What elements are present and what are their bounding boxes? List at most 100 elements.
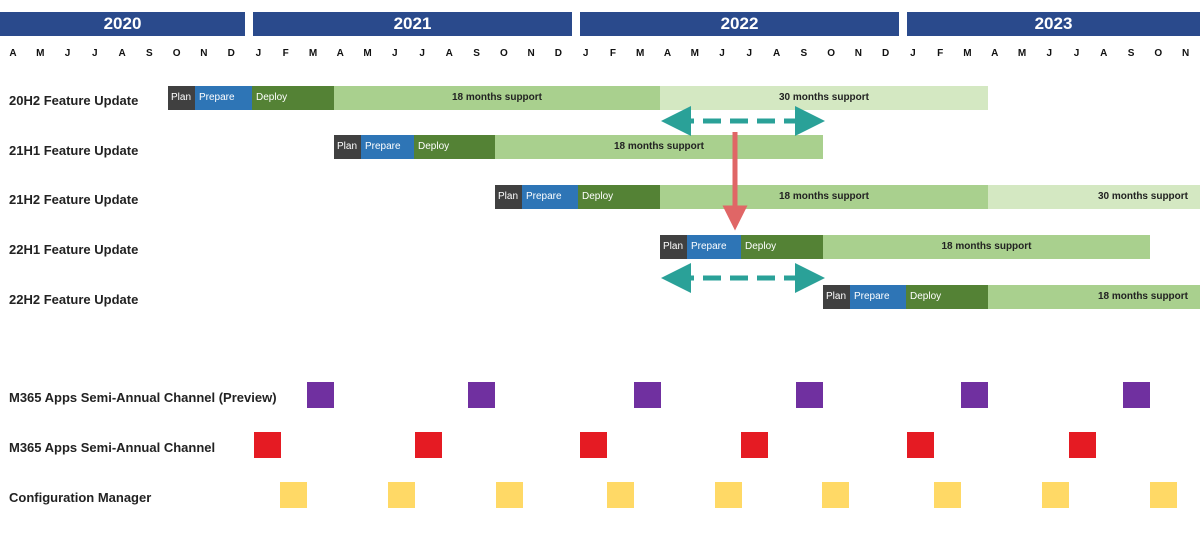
seg-21h1-prepare: Prepare [361, 135, 414, 159]
month-label: A [1100, 48, 1108, 59]
preview-release-marker [468, 382, 495, 408]
seg-20h2-support-18: 18 months support [334, 86, 660, 110]
cm-release-marker [607, 482, 634, 508]
month-label: J [719, 48, 725, 59]
sac-release-marker [254, 432, 281, 458]
seg-21h2-plan: Plan [495, 185, 522, 209]
month-label: M [363, 48, 372, 59]
month-label: J [392, 48, 398, 59]
seg-21h2-deploy: Deploy [578, 185, 660, 209]
seg-22h2-support-18: 18 months support [988, 285, 1200, 309]
month-label: J [910, 48, 916, 59]
month-label: A [445, 48, 453, 59]
month-label: J [1046, 48, 1053, 59]
month-label: F [282, 48, 289, 59]
month-label: J [1073, 48, 1080, 59]
month-label: M [636, 48, 645, 59]
preview-release-marker [961, 382, 988, 408]
year-header-2020: 2020 [0, 12, 245, 36]
row-label-20h2: 20H2 Feature Update [9, 93, 139, 108]
month-label: J [255, 48, 262, 59]
month-label: J [582, 48, 589, 59]
sac-release-marker [741, 432, 768, 458]
month-label: J [92, 48, 98, 59]
month-label: D [554, 48, 562, 59]
month-label: S [145, 48, 153, 59]
month-label: J [746, 48, 753, 59]
row-label-22h1: 22H1 Feature Update [9, 242, 139, 257]
cm-release-marker [715, 482, 742, 508]
channel-label-preview: M365 Apps Semi-Annual Channel (Preview) [9, 390, 277, 405]
month-label: O [500, 48, 508, 59]
seg-21h1-support-18: 18 months support [495, 135, 823, 159]
sac-release-marker [415, 432, 442, 458]
month-label: M [690, 48, 699, 59]
month-label: A [118, 48, 126, 59]
row-label-22h2: 22H2 Feature Update [9, 292, 139, 307]
month-label: J [64, 48, 71, 59]
year-header-2021: 2021 [253, 12, 572, 36]
month-label: A [663, 48, 672, 59]
seg-22h2-deploy: Deploy [906, 285, 988, 309]
row-label-21h2: 21H2 Feature Update [9, 192, 139, 207]
seg-20h2-support-30: 30 months support [660, 86, 988, 110]
month-label: O [827, 48, 835, 59]
year-header-2022: 2022 [580, 12, 899, 36]
channel-label-semi-annual: M365 Apps Semi-Annual Channel [9, 440, 216, 455]
sac-release-marker [1069, 432, 1096, 458]
year-header-2023: 2023 [907, 12, 1200, 36]
cm-release-marker [934, 482, 961, 508]
month-label: J [419, 48, 425, 59]
month-label: N [200, 48, 208, 59]
cm-release-marker [822, 482, 849, 508]
cm-release-marker [1042, 482, 1069, 508]
seg-20h2-plan: Plan [168, 86, 195, 110]
seg-22h2-plan: Plan [823, 285, 850, 309]
seg-22h1-prepare: Prepare [687, 235, 741, 259]
month-label: M [36, 48, 45, 59]
cm-release-marker [1150, 482, 1177, 508]
seg-22h1-plan: Plan [660, 235, 687, 259]
month-label: O [172, 48, 181, 59]
month-label: S [1127, 48, 1135, 59]
channel-label-config-manager: Configuration Manager [9, 490, 152, 505]
month-label: S [800, 48, 808, 59]
month-label: N [527, 48, 535, 59]
sac-release-marker [580, 432, 607, 458]
month-label: D [227, 48, 235, 59]
month-label: M [1017, 48, 1027, 59]
month-label: A [9, 48, 17, 59]
cm-release-marker [388, 482, 415, 508]
cm-release-marker [496, 482, 523, 508]
month-label: M [308, 48, 318, 59]
preview-release-marker [634, 382, 661, 408]
seg-20h2-deploy: Deploy [252, 86, 334, 110]
month-label: A [772, 48, 781, 59]
month-label: F [609, 48, 616, 59]
month-label: A [336, 48, 344, 59]
seg-21h2-support-30: 30 months support [988, 185, 1200, 209]
month-label: O [1154, 48, 1163, 59]
seg-21h1-deploy: Deploy [414, 135, 495, 159]
month-label: N [1181, 48, 1190, 59]
preview-release-marker [307, 382, 334, 408]
preview-release-marker [1123, 382, 1150, 408]
seg-22h1-deploy: Deploy [741, 235, 823, 259]
month-label: M [963, 48, 972, 59]
month-label: S [473, 48, 480, 59]
seg-21h1-plan: Plan [334, 135, 361, 159]
month-label: F [937, 48, 944, 59]
seg-21h2-prepare: Prepare [522, 185, 578, 209]
seg-22h1-support-18: 18 months support [823, 235, 1150, 259]
row-label-21h1: 21H1 Feature Update [9, 143, 139, 158]
cm-release-marker [280, 482, 307, 508]
seg-22h2-prepare: Prepare [850, 285, 906, 309]
seg-20h2-prepare: Prepare [195, 86, 252, 110]
month-label: A [991, 48, 999, 59]
month-label: D [881, 48, 890, 59]
sac-release-marker [907, 432, 934, 458]
seg-21h2-support-18: 18 months support [660, 185, 988, 209]
month-label: N [854, 48, 862, 59]
preview-release-marker [796, 382, 823, 408]
